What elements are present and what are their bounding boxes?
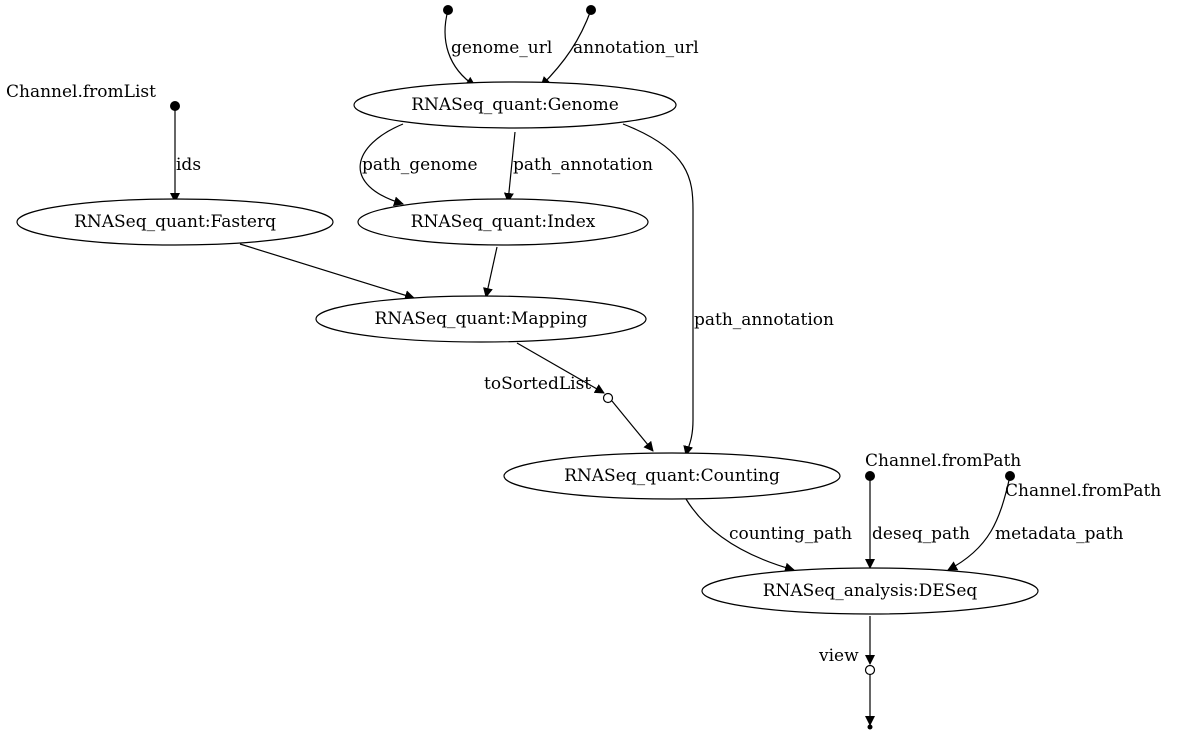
node-mapping-label: RNASeq_quant:Mapping — [374, 309, 587, 329]
edge-label-metadata-path: metadata_path — [995, 524, 1123, 544]
operator-point-tosortedlist — [602, 392, 614, 404]
operator-label-view: view — [818, 646, 859, 666]
source-label-frompath-1: Channel.fromPath — [865, 451, 1021, 471]
edge-path-genome — [359, 123, 404, 207]
edge-genome-url — [444, 9, 476, 87]
edge-label-path-annotation-index: path_annotation — [513, 155, 653, 175]
node-index[interactable]: RNASeq_quant:Index — [357, 198, 649, 246]
edge-label-path-annotation-counting: path_annotation — [694, 310, 834, 330]
edge-metadata-path — [947, 475, 1011, 571]
edges — [170, 9, 1011, 726]
source-label-frompath-2: Channel.fromPath — [1005, 481, 1161, 501]
node-deseq-label: RNASeq_analysis:DESeq — [763, 581, 978, 601]
edge-index-mapping — [483, 246, 498, 298]
source-point-frompath-2 — [1005, 471, 1015, 481]
node-genome[interactable]: RNASeq_quant:Genome — [353, 81, 677, 129]
edge-tosortedlist-counting — [611, 400, 654, 452]
source-point-annotation-url — [586, 5, 596, 15]
edge-annotation-url — [540, 9, 592, 87]
edge-path-annotation-index — [503, 131, 516, 203]
points — [170, 5, 1015, 730]
edge-label-annotation-url: annotation_url — [573, 38, 699, 58]
edge-path-annotation-counting — [622, 123, 694, 456]
node-deseq[interactable]: RNASeq_analysis:DESeq — [701, 567, 1039, 615]
node-genome-label: RNASeq_quant:Genome — [411, 95, 619, 115]
node-counting[interactable]: RNASeq_quant:Counting — [503, 452, 841, 500]
source-point-frompath-1 — [865, 471, 875, 481]
labels: genome_url annotation_url Channel.fromLi… — [6, 38, 1161, 666]
node-index-label: RNASeq_quant:Index — [411, 212, 596, 232]
edge-label-counting-path: counting_path — [729, 524, 852, 544]
source-point-genome-url — [443, 5, 453, 15]
edge-label-genome-url: genome_url — [451, 38, 552, 58]
node-counting-label: RNASeq_quant:Counting — [564, 466, 780, 486]
edge-mapping-tosortedlist — [516, 342, 605, 394]
edge-label-deseq-path: deseq_path — [872, 524, 970, 544]
node-fasterq-label: RNASeq_quant:Fasterq — [74, 212, 276, 232]
edge-label-ids: ids — [176, 155, 201, 175]
operator-label-tosortedlist: toSortedList — [484, 374, 591, 394]
node-mapping[interactable]: RNASeq_quant:Mapping — [315, 295, 647, 343]
source-point-fromlist — [170, 101, 180, 111]
sink-point-output — [867, 724, 873, 730]
edge-counting-path — [685, 498, 795, 573]
operator-point-view — [864, 664, 876, 676]
edge-label-path-genome: path_genome — [362, 155, 478, 175]
edge-fasterq-mapping — [239, 243, 415, 301]
source-label-fromlist: Channel.fromList — [6, 82, 156, 102]
node-fasterq[interactable]: RNASeq_quant:Fasterq — [16, 198, 334, 246]
